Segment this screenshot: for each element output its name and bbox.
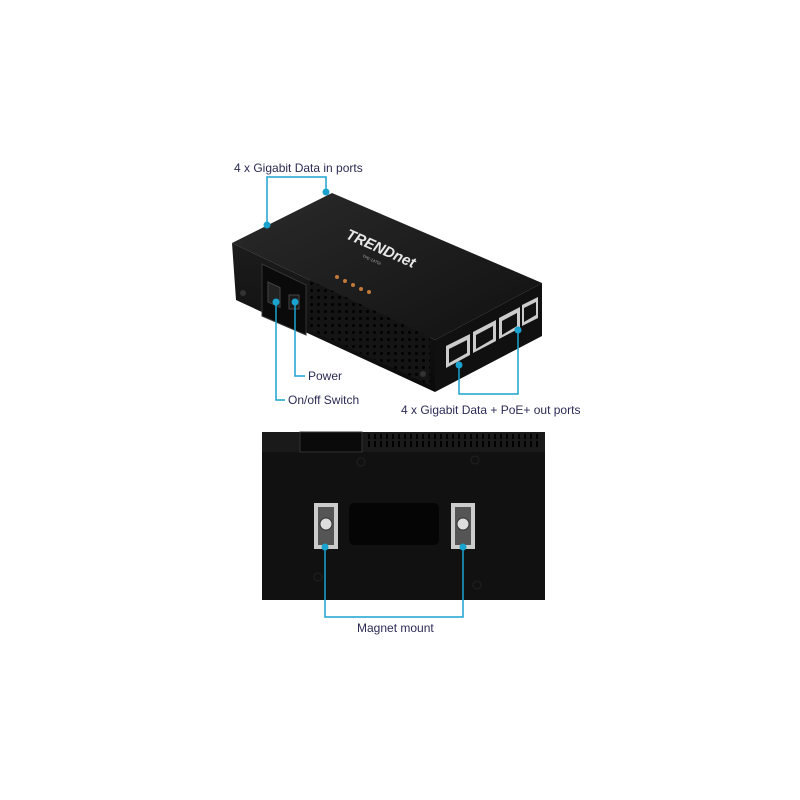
device-top-face <box>232 193 542 340</box>
poe-switch-bottom-view <box>262 431 545 600</box>
callout-lines <box>266 176 519 618</box>
poe-out-ports <box>446 297 538 368</box>
callout-power: Power <box>308 369 342 383</box>
callout-poe-out-ports: 4 x Gigabit Data + PoE+ out ports <box>401 403 580 417</box>
label-recess <box>349 503 439 545</box>
vent-grille <box>310 280 430 385</box>
status-leds <box>335 275 371 294</box>
screw-icon <box>420 371 426 377</box>
poe-switch-top-view: TRENDnet TPE-147GI <box>232 193 542 392</box>
screw-icon <box>240 290 246 296</box>
callout-dots <box>263 188 522 551</box>
magnet-right <box>451 503 475 549</box>
magnet-left <box>314 503 338 549</box>
callout-magnet-mount: Magnet mount <box>357 621 434 635</box>
callout-on-off-switch: On/off Switch <box>288 393 359 407</box>
callout-data-in-ports: 4 x Gigabit Data in ports <box>234 161 363 175</box>
